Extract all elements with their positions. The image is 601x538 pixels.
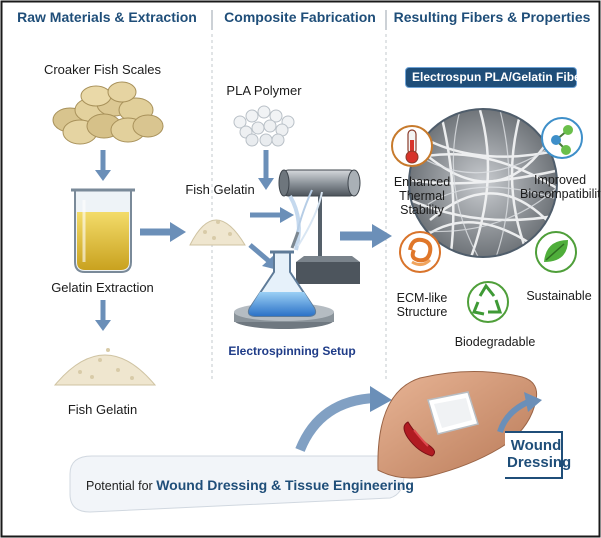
fibers-title-badge: Electrospun PLA/Gelatin Fibers <box>405 67 592 89</box>
arm-wound-illustration <box>377 371 538 479</box>
gelatin-powder-left <box>53 348 157 386</box>
potential-text: Potential for Wound Dressing & Tissue En… <box>86 477 414 494</box>
molecule-icon <box>541 117 583 159</box>
recycle-icon <box>467 281 509 323</box>
croaker-fish-scales-label: Croaker Fish Scales <box>43 62 162 77</box>
sustainable-label: Sustainable <box>526 289 592 303</box>
fish-scales-illustration <box>52 81 164 145</box>
fish-gelatin-label-left: Fish Gelatin <box>67 402 138 417</box>
wound-dressing-label: Wound Dressing <box>507 437 572 471</box>
gelatin-powder-middle <box>189 219 246 246</box>
electrospinning-setup-illustration <box>234 169 361 329</box>
leaf-icon <box>535 231 577 273</box>
pla-polymer-label: PLA Polymer <box>226 83 302 98</box>
header-composite-fabrication: Composite Fabrication <box>224 9 376 25</box>
potential-prefix: Potential for <box>86 479 153 493</box>
electrospinning-setup-label: Electrospinning Setup <box>228 344 356 358</box>
ecm-structure-label: ECM-like Structure <box>396 291 448 319</box>
biocompatibility-label: Improved Biocompatibility <box>520 173 601 201</box>
biodegradable-label: Biodegradable <box>454 335 536 349</box>
thermal-stability-label: Enhanced Thermal Stability <box>393 175 451 217</box>
potential-highlight: Wound Dressing & Tissue Engineering <box>156 477 414 493</box>
gelatin-extraction-label: Gelatin Extraction <box>51 280 154 295</box>
header-resulting-fibers: Resulting Fibers & Properties <box>393 9 591 25</box>
pla-pellets-illustration <box>233 105 295 147</box>
spiral-tissue-icon <box>399 231 441 273</box>
thermometer-icon <box>391 125 433 167</box>
beaker-illustration <box>71 188 135 273</box>
fish-gelatin-label-middle: Fish Gelatin <box>185 182 255 197</box>
header-raw-materials: Raw Materials & Extraction <box>17 9 197 25</box>
